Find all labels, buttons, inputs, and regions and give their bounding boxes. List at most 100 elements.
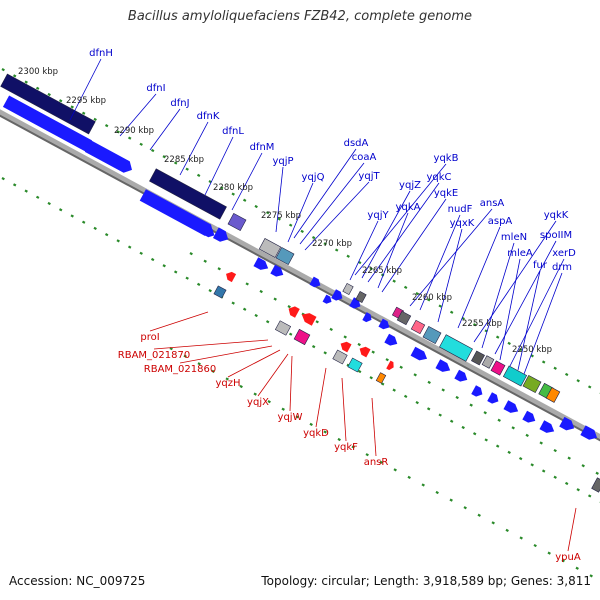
lower-tick (162, 264, 166, 268)
gene-block (522, 374, 542, 394)
gene-block (375, 372, 387, 384)
scale-tick (93, 117, 97, 122)
outer-tick (561, 559, 565, 563)
lower-tick (564, 481, 569, 486)
scale-tick (495, 335, 500, 339)
scale-tick (58, 99, 63, 103)
lower-tick (203, 259, 207, 263)
outer-tick (225, 377, 229, 381)
gene-block (439, 334, 473, 362)
scale-tick (185, 167, 189, 171)
outer-tick (393, 468, 397, 472)
outer-tick (407, 475, 411, 480)
lower-tick (173, 270, 178, 274)
scale-tick (334, 248, 339, 252)
lower-tick (265, 320, 270, 324)
lower-tick (150, 257, 155, 262)
scale-tick (288, 223, 293, 227)
leader-line (257, 353, 289, 397)
leader-line (204, 136, 234, 196)
gene-label-fur: fur (533, 260, 548, 271)
gene-label-spoIIM: spoIIM (540, 230, 572, 241)
cds-arrow (386, 360, 394, 371)
gene-block (490, 360, 506, 376)
outer-tick (197, 362, 201, 366)
gene-label-dfnM: dfnM (250, 142, 275, 153)
scale-label: 2280 kbp (213, 183, 253, 193)
gene-label-coaA: coaA (352, 152, 377, 163)
lower-tick (12, 183, 17, 187)
leader-line (523, 272, 563, 375)
scale-label: 2275 kbp (261, 211, 301, 221)
gene-block (275, 246, 295, 266)
cds-arrow (331, 289, 343, 301)
outer-tick (435, 490, 439, 495)
lower-tick (371, 350, 375, 354)
scale-tick (553, 366, 557, 370)
lower-tick (576, 488, 580, 492)
gene-label-mleA: mleA (507, 248, 533, 259)
gene-block (342, 282, 354, 296)
leader-line (179, 121, 209, 176)
scale-tick (116, 130, 120, 134)
lower-tick (427, 380, 431, 385)
leader-line (153, 339, 269, 350)
scale-tick (472, 323, 477, 327)
lower-tick (507, 450, 511, 455)
scale-tick (35, 86, 40, 90)
lower-tick (415, 401, 419, 405)
lower-tick (259, 289, 263, 294)
gene-block (471, 350, 485, 366)
cds-arrow (384, 333, 398, 346)
scale-tick (150, 148, 155, 153)
lower-tick (539, 441, 543, 445)
scale-tick (70, 105, 74, 109)
leader-line (361, 190, 411, 279)
lower-tick (116, 239, 120, 243)
accession-text: Accession: NC_009725 (9, 574, 146, 588)
cds-arrow (503, 400, 519, 413)
cds-arrow (322, 294, 332, 304)
outer-tick (309, 422, 313, 427)
lower-tick (581, 464, 585, 468)
cds-arrow (2, 95, 94, 152)
lower-tick (93, 226, 97, 231)
leader-line (149, 108, 181, 151)
lower-tick (311, 345, 316, 349)
cds-arrow (435, 359, 451, 372)
scale-tick (173, 161, 178, 165)
lower-tick (449, 419, 454, 423)
gene-block (293, 328, 311, 346)
lower-tick (483, 411, 487, 415)
gene-label-RBAM_021860: RBAM_021860 (144, 364, 216, 375)
lower-tick (399, 365, 403, 369)
lower-tick (343, 335, 347, 339)
scale-tick (231, 192, 235, 196)
scale-label: 2250 kbp (512, 345, 552, 355)
lower-tick (81, 220, 86, 224)
gene-block (227, 212, 247, 232)
leader-line (354, 163, 447, 276)
scale-tick (415, 292, 419, 296)
outer-tick (491, 521, 495, 525)
gene-block (213, 285, 227, 299)
scale-tick (369, 267, 373, 271)
gene-block (410, 319, 426, 335)
cds-arrow (580, 425, 598, 440)
gene-label-yqkF: yqkF (334, 442, 358, 453)
lower-tick (426, 407, 431, 411)
outer-tick (267, 400, 271, 404)
scale-tick (541, 360, 546, 364)
leader-line (289, 355, 293, 412)
lower-tick (469, 403, 473, 407)
gene-label-nudF: nudF (448, 204, 473, 215)
leader-line (179, 345, 273, 364)
scale-tick (449, 310, 454, 314)
scale-label: 2290 kbp (114, 126, 154, 136)
leader-line (371, 397, 377, 457)
outer-tick (295, 415, 299, 419)
gene-label-yqkC: yqkC (426, 172, 451, 183)
cds-arrow (410, 346, 428, 361)
outer-tick (519, 536, 523, 540)
cds-arrow (454, 369, 468, 382)
